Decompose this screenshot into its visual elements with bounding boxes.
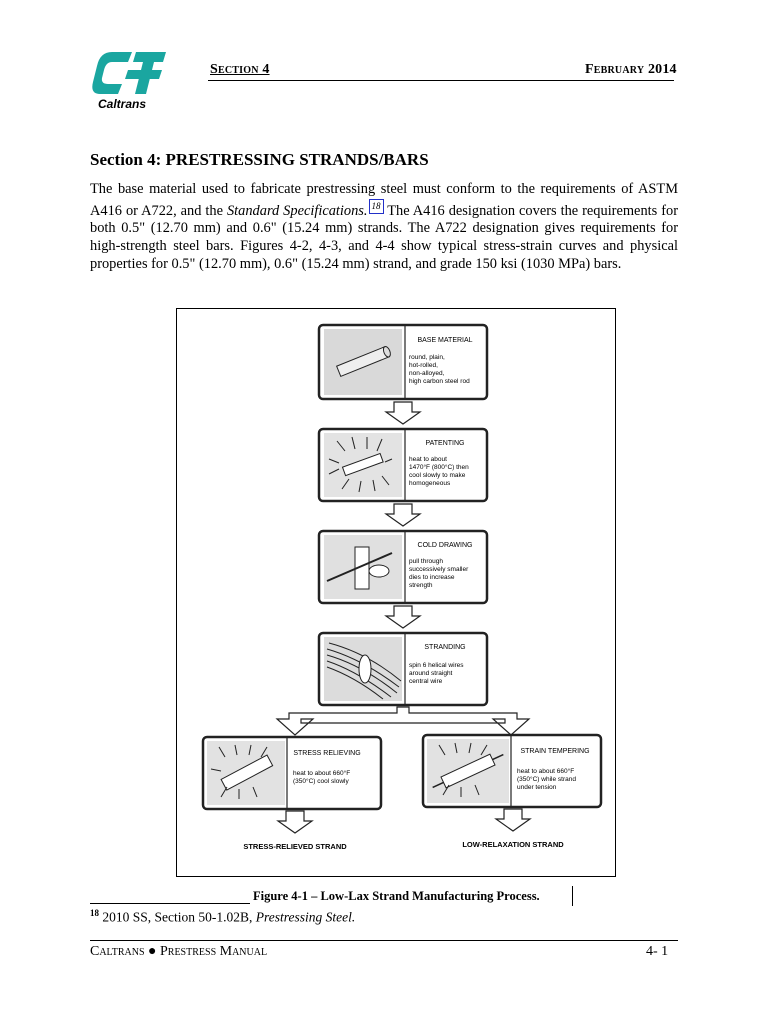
heated-strand-icon <box>220 754 274 791</box>
header-section: Section 4 <box>210 62 270 77</box>
branch-result: LOW-RELAXATION STRAND <box>462 840 564 849</box>
arrow-down-icon <box>385 401 421 425</box>
step-title: BASE MATERIAL <box>417 337 472 344</box>
step-desc-line: strength <box>409 582 433 589</box>
arrow-down-icon <box>495 808 531 832</box>
step-base-material: BASE MATERIAL round, plain, hot-rolled, … <box>317 323 489 401</box>
step-desc-line: around straight <box>409 670 453 677</box>
step-desc-line: homogeneous <box>409 480 451 487</box>
branch-desc-line: heat to about 660°F <box>517 767 574 775</box>
step-strain-tempering: STRAIN TEMPERING heat to about 660°F (35… <box>421 733 603 809</box>
branch-result: STRESS-RELIEVED STRAND <box>243 842 347 851</box>
paragraph-italic: Standard Specifications. <box>226 202 368 219</box>
step-desc-line: 1470°F (800°C) then <box>409 463 469 471</box>
figure-caption: Figure 4-1 – Low-Lax Strand Manufacturin… <box>253 889 540 903</box>
step-desc-line: pull through <box>409 558 443 565</box>
logo-text: Caltrans <box>98 97 146 111</box>
arrow-down-icon <box>385 605 421 629</box>
footnote-text: 2010 SS, Section 50-1.02B, <box>99 909 256 925</box>
arrow-down-icon <box>385 503 421 527</box>
paragraph-text-2: The A416 designation covers the requirem… <box>90 202 678 272</box>
header-date: February 2014 <box>585 62 677 77</box>
caltrans-logo: Caltrans <box>92 52 166 111</box>
body-paragraph: The base material used to fabricate pres… <box>90 181 678 274</box>
page-number: 4- 1 <box>646 944 669 959</box>
drawing-die-icon <box>326 546 393 590</box>
footnote-rule <box>90 903 250 904</box>
header-rule <box>208 80 674 81</box>
step-stranding: STRANDING spin 6 helical wires around st… <box>317 631 489 707</box>
strand-wires-icon <box>326 642 402 700</box>
branch-desc-line: heat to about 660°F <box>293 769 350 777</box>
branch-desc-line: (350°C) cool slowly <box>293 777 349 785</box>
step-cold-drawing: COLD DRAWING pull through successively s… <box>317 529 489 605</box>
step-desc-line: successively smaller <box>409 566 469 573</box>
rod-icon <box>335 346 391 378</box>
footer-rule <box>90 940 678 941</box>
step-stress-relieving: STRESS RELIEVING heat to about 660°F (35… <box>201 735 383 811</box>
footer-manual-name: Caltrans ● Prestress Manual <box>90 944 268 959</box>
step-desc-line: central wire <box>409 678 443 685</box>
heat-arrows-icon <box>328 436 393 493</box>
step-title: PATENTING <box>425 440 464 447</box>
section-title: Section 4: PRESTRESSING STRANDS/BARS <box>90 150 429 169</box>
footnote-italic: Prestressing Steel. <box>255 909 356 925</box>
step-desc-line: hot-rolled, <box>409 362 438 369</box>
caption-marker <box>572 886 573 906</box>
figure-frame: BASE MATERIAL round, plain, hot-rolled, … <box>176 308 616 877</box>
footnote: 18 2010 SS, Section 50-1.02B, Prestressi… <box>90 908 355 926</box>
step-title: STRANDING <box>424 644 465 651</box>
paragraph-text-1: The base material used to fabricate pres… <box>90 181 678 219</box>
step-desc-line: high carbon steel rod <box>409 378 470 385</box>
footnote-reference-link[interactable]: 18 <box>368 198 384 214</box>
arrow-down-icon <box>277 810 313 834</box>
branch-arrow-icon <box>275 706 531 736</box>
tensioned-strand-icon <box>432 753 504 789</box>
step-desc-line: spin 6 helical wires <box>409 662 464 669</box>
branch-title: STRAIN TEMPERING <box>520 748 589 755</box>
step-patenting: PATENTING heat to about 1470°F (800°C) t… <box>317 427 489 503</box>
step-desc-line: cool slowly to make <box>409 472 466 479</box>
step-title: COLD DRAWING <box>418 542 473 549</box>
process-diagram: BASE MATERIAL round, plain, hot-rolled, … <box>201 323 603 851</box>
step-desc-line: non-alloyed, <box>409 370 445 377</box>
branch-title: STRESS RELIEVING <box>293 750 360 757</box>
step-desc-line: dies to increase <box>409 574 455 581</box>
branch-desc-line: under tension <box>517 784 557 791</box>
step-desc-line: heat to about <box>409 456 447 463</box>
footnote-number: 18 <box>90 908 99 918</box>
step-desc-line: round, plain, <box>409 354 445 361</box>
branch-desc-line: (350°C) while strand <box>517 775 576 783</box>
heated-rod-icon <box>341 452 384 477</box>
